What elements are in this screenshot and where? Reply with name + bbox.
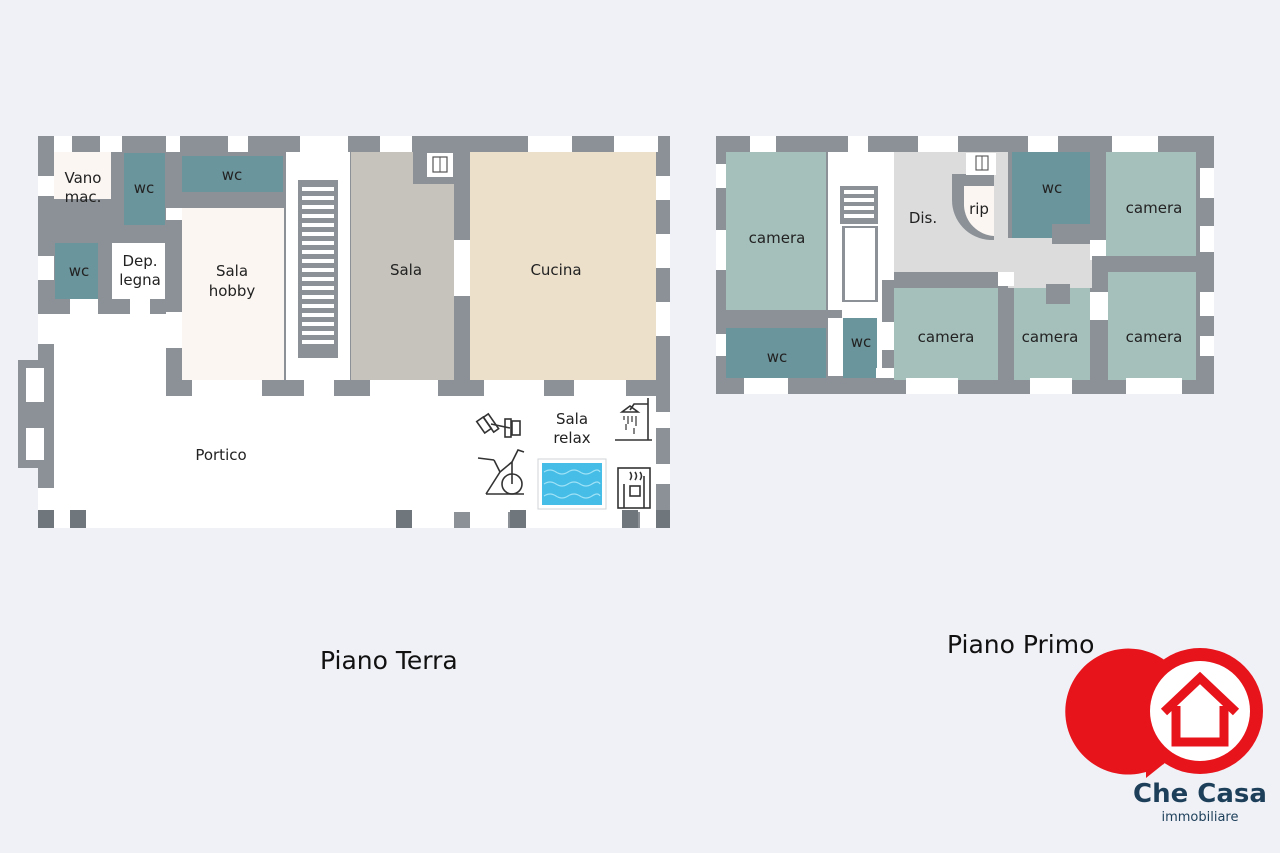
label-wc-small-first: wc xyxy=(851,333,872,351)
room-wc-mid xyxy=(124,153,165,225)
label-wc-left: wc xyxy=(69,262,90,280)
corridor-first xyxy=(1008,238,1092,288)
label-sala-relax-1: Sala xyxy=(556,410,588,428)
first-floor-plan: camera wc wc Dis. rip wc camera camera c… xyxy=(716,136,1214,394)
staircase xyxy=(302,187,334,344)
room-sala-hobby xyxy=(182,208,284,380)
room-camera-top-right xyxy=(1106,152,1196,256)
caption-piano-terra: Piano Terra xyxy=(320,646,458,675)
room-wc-top xyxy=(182,156,283,192)
label-rip: rip xyxy=(969,200,989,218)
room-camera-left xyxy=(726,152,826,310)
sauna-icon xyxy=(617,467,651,509)
dumbbell-icon xyxy=(475,412,521,438)
label-wc-top: wc xyxy=(222,166,243,184)
room-wc-small-first xyxy=(843,318,877,378)
label-dis: Dis. xyxy=(909,209,937,227)
staircase-first xyxy=(844,190,874,218)
label-sala-hobby-2: hobby xyxy=(209,282,256,300)
label-mac: mac. xyxy=(65,188,102,206)
label-camera-mid: camera xyxy=(918,328,975,346)
brand-tagline: immobiliare xyxy=(1161,810,1239,825)
label-wc-left-first: wc xyxy=(767,348,788,366)
label-portico: Portico xyxy=(195,446,246,464)
label-wc-mid: wc xyxy=(134,179,155,197)
room-wc-left xyxy=(55,243,98,299)
caption-piano-primo: Piano Primo xyxy=(947,630,1095,659)
label-vano: Vano xyxy=(65,169,102,187)
exercise-bike-icon xyxy=(477,449,525,495)
room-portico xyxy=(54,396,454,528)
label-cucina: Cucina xyxy=(530,261,581,279)
brand-block: Che Casa immobiliare xyxy=(1125,778,1275,826)
brand-name: Che Casa xyxy=(1133,779,1267,809)
ground-room-labels: Vano mac. wc wc wc Dep. legna Sala hobby… xyxy=(65,166,591,464)
label-camera-center: camera xyxy=(1022,328,1079,346)
label-sala: Sala xyxy=(390,261,422,279)
room-camera-mid xyxy=(894,288,998,380)
brand-logo xyxy=(1065,648,1263,778)
label-camera-top-right: camera xyxy=(1126,199,1183,217)
label-legna: legna xyxy=(119,271,161,289)
shower-icon xyxy=(615,398,652,441)
label-sala-relax-2: relax xyxy=(553,429,590,447)
house-icon xyxy=(1160,671,1240,747)
label-dep: Dep. xyxy=(122,252,157,270)
pool-icon xyxy=(537,458,607,510)
label-camera-right: camera xyxy=(1126,328,1183,346)
room-wc-top-first xyxy=(1012,152,1090,238)
room-camera-right xyxy=(1108,272,1196,380)
elevator-icon xyxy=(427,153,453,177)
room-vano-mac xyxy=(54,152,111,199)
label-wc-top-first: wc xyxy=(1042,179,1063,197)
ground-floor-plan: Vano mac. wc wc wc Dep. legna Sala hobby… xyxy=(18,136,670,528)
label-sala-hobby-1: Sala xyxy=(216,262,248,280)
elevator-icon xyxy=(975,155,989,171)
label-camera-left: camera xyxy=(749,229,806,247)
room-cucina xyxy=(470,152,656,380)
room-wc-left-first xyxy=(726,328,826,378)
first-room-labels: camera wc wc Dis. rip wc camera camera c… xyxy=(749,179,1183,366)
room-dep-legna xyxy=(112,243,165,299)
room-rip xyxy=(964,186,994,236)
room-sala xyxy=(351,152,454,380)
